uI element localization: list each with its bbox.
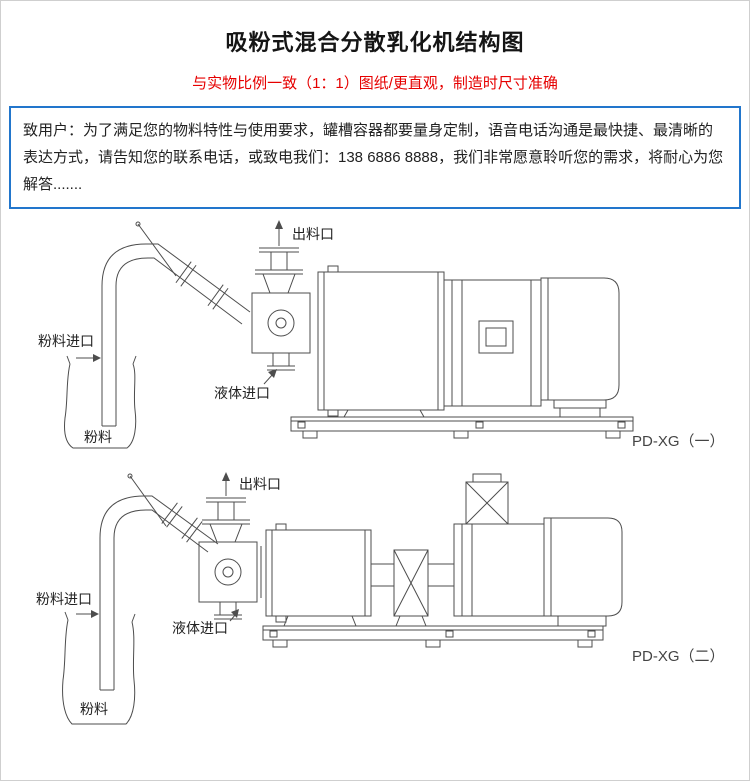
label-model-2: PD-XG（二） (632, 648, 725, 665)
outlet-arrow (275, 220, 283, 246)
label-model-1: PD-XG（一） (632, 433, 725, 450)
diagram-2-drawing: 出料口 粉料进口 粉料 液体进口 PD-XG（二） (36, 472, 725, 725)
label-arrows (76, 354, 277, 385)
label-arrows (76, 609, 239, 622)
label-liquid-inlet: 液体进口 (214, 385, 270, 401)
bearing-housing (453, 473, 545, 617)
outlet-arrow (222, 472, 230, 496)
diagram-1: 出料口 粉料进口 粉料 液体进口 PD-XG（一） (26, 214, 749, 466)
notice-text: 致用户：为了满足您的物料特性与使用要求，罐槽容器都要量身定制，语音电话沟通是最快… (23, 122, 724, 193)
label-outlet: 出料口 (292, 226, 334, 242)
bearing-housing (443, 279, 542, 407)
pump-body (260, 523, 372, 627)
label-powder-inlet: 粉料进口 (38, 333, 94, 349)
pump-head (198, 541, 258, 620)
label-powder-inlet: 粉料进口 (36, 591, 92, 607)
notice-box: 致用户：为了满足您的物料特性与使用要求，罐槽容器都要量身定制，语音电话沟通是最快… (9, 106, 741, 209)
page-subtitle: 与实物比例一致（1：1）图纸/更直观，制造时尺寸准确 (192, 75, 558, 92)
powder-suction-pipe (101, 221, 251, 427)
label-outlet: 出料口 (239, 476, 281, 492)
diagram-2: 出料口 粉料进口 粉料 液体进口 PD-XG（二） (26, 468, 749, 740)
powder-container (64, 355, 137, 449)
coupling-shaft (371, 549, 454, 627)
powder-suction-pipe (99, 473, 219, 691)
motor (540, 277, 620, 417)
pump-body (309, 265, 445, 418)
label-powder: 粉料 (80, 701, 108, 717)
outlet-pipe (255, 247, 303, 294)
base-plate (262, 625, 604, 648)
base-plate (290, 416, 634, 439)
powder-container (62, 611, 136, 725)
diagram-1-drawing: 出料口 粉料进口 粉料 液体进口 PD-XG（一） (38, 220, 725, 450)
pump-head (251, 292, 311, 371)
page-title: 吸粉式混合分散乳化机结构图 (225, 30, 525, 55)
motor (543, 517, 623, 627)
label-liquid-inlet: 液体进口 (172, 620, 228, 636)
outlet-pipe (202, 497, 250, 543)
label-powder: 粉料 (84, 429, 112, 445)
